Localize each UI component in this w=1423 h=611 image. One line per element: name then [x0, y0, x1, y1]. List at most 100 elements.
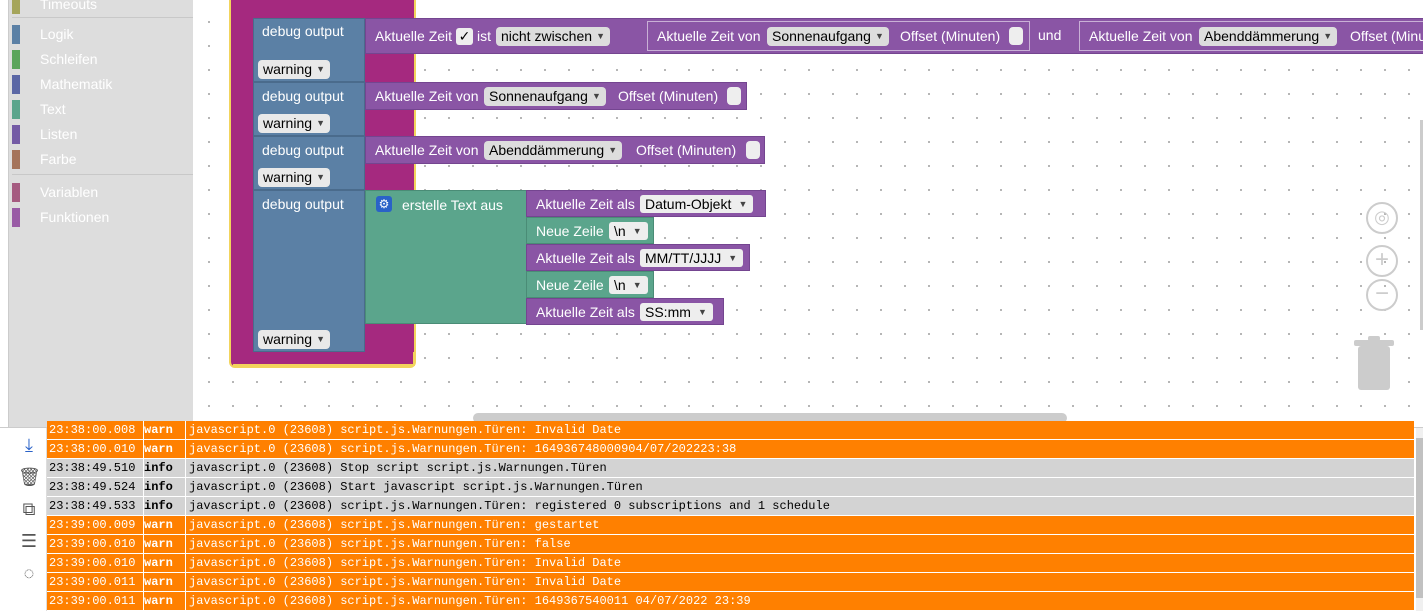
newline-block-1[interactable]: Neue Zeile \n▼: [526, 217, 654, 244]
format-value: MM/TT/JJJJ: [645, 250, 722, 266]
time-as-label: Aktuelle Zeit als: [536, 196, 635, 212]
debug-output-block-3[interactable]: debug output warning▼: [253, 136, 365, 190]
zoom-in-icon[interactable]: +: [1366, 245, 1398, 277]
log-level: warn: [143, 592, 183, 610]
current-time-label: Aktuelle Zeit: [375, 28, 453, 44]
log-scrollbar-thumb[interactable]: [1416, 438, 1423, 598]
time-as-block-2[interactable]: Aktuelle Zeit als MM/TT/JJJJ▼: [526, 244, 750, 271]
debug-output-block-2[interactable]: debug output warning▼: [253, 82, 365, 136]
log-message: javascript.0 (23608) script.js.Warnungen…: [185, 535, 1414, 553]
time-as-label: Aktuelle Zeit als: [536, 304, 635, 320]
newline-dropdown[interactable]: \n▼: [609, 276, 648, 294]
format-dropdown[interactable]: Datum-Objekt▼: [640, 195, 754, 213]
event-dropdown[interactable]: Abenddämmerung▼: [1199, 27, 1338, 46]
offset-input-slot[interactable]: [746, 141, 760, 159]
trash-icon[interactable]: [1354, 336, 1394, 392]
chevron-down-icon: ▼: [632, 226, 642, 236]
format-value: SS:mm: [645, 304, 691, 320]
log-message: javascript.0 (23608) Start javascript sc…: [185, 478, 1414, 496]
event-value: Abenddämmerung: [489, 142, 605, 158]
time-of-event-block-3[interactable]: Aktuelle Zeit von Abenddämmerung▼ Offset…: [365, 136, 765, 164]
level-dropdown[interactable]: warning▼: [258, 60, 331, 79]
event-dropdown[interactable]: Abenddämmerung▼: [484, 141, 623, 160]
log-level: warn: [143, 535, 183, 553]
time-as-block-3[interactable]: Aktuelle Zeit als SS:mm▼: [526, 298, 724, 325]
chevron-down-icon: ▼: [316, 334, 326, 344]
debug-output-block-1[interactable]: debug output warning▼: [253, 18, 365, 82]
offset-label: Offset (Minu: [1350, 28, 1423, 44]
zoom-out-icon[interactable]: −: [1366, 279, 1398, 311]
log-time: 23:39:00.010: [49, 556, 136, 570]
scroll-down-icon[interactable]: ⤓: [25, 435, 33, 455]
log-message: javascript.0 (23608) script.js.Warnungen…: [185, 573, 1414, 591]
format-dropdown[interactable]: SS:mm▼: [640, 303, 713, 321]
hide-icon[interactable]: ◌: [23, 563, 35, 583]
toolbox-item-mathematik[interactable]: Mathematik: [12, 72, 193, 97]
log-time: 23:39:00.009: [49, 518, 136, 532]
toolbox-item-logik[interactable]: Logik: [12, 22, 193, 47]
time-as-label: Aktuelle Zeit als: [536, 250, 635, 266]
level-dropdown[interactable]: warning▼: [258, 168, 331, 187]
workspace-vertical-scrollbar[interactable]: [1420, 120, 1423, 330]
chevron-down-icon: ▼: [608, 145, 618, 155]
blockly-toolbox: Timeouts Logik Schleifen Mathematik Text…: [0, 0, 193, 427]
toolbox-item-funktionen[interactable]: Funktionen: [12, 205, 193, 230]
log-message: javascript.0 (23608) script.js.Warnungen…: [185, 440, 1414, 458]
toolbox-item-farbe[interactable]: Farbe: [12, 147, 193, 172]
event-dropdown[interactable]: Sonnenaufgang▼: [484, 87, 606, 106]
toolbox-item-text[interactable]: Text: [12, 97, 193, 122]
event-dropdown[interactable]: Sonnenaufgang▼: [767, 27, 889, 46]
toolbox-item-schleifen[interactable]: Schleifen: [12, 47, 193, 72]
chevron-down-icon: ▼: [738, 199, 748, 209]
blockly-workspace[interactable]: debug output warning▼ debug output warni…: [193, 0, 1423, 427]
time-compare-block[interactable]: Aktuelle Zeit ✓ ist nicht zwischen▼ Aktu…: [365, 18, 1423, 54]
log-level: warn: [143, 573, 183, 591]
level-value: warning: [263, 331, 313, 347]
newline-block-2[interactable]: Neue Zeile \n▼: [526, 271, 654, 298]
gear-icon[interactable]: ⚙: [376, 196, 392, 212]
toolbox-item-listen[interactable]: Listen: [12, 122, 193, 147]
frame-bottom: [233, 352, 415, 366]
category-swatch: [12, 183, 20, 202]
log-time: 23:38:49.524: [49, 480, 136, 494]
debug-output-label: debug output: [262, 88, 344, 104]
clear-log-icon[interactable]: 🗑: [18, 467, 41, 487]
offset-input-slot[interactable]: [727, 87, 741, 105]
log-level: info: [143, 459, 183, 477]
workspace-horizontal-scrollbar[interactable]: [473, 413, 1067, 423]
toolbox-item-label: Variablen: [40, 184, 99, 200]
newline-dropdown[interactable]: \n▼: [609, 222, 648, 240]
time-of-label: Aktuelle Zeit von: [1089, 28, 1193, 44]
time-of-event-block-left[interactable]: Aktuelle Zeit von Sonnenaufgang▼ Offset …: [647, 21, 1030, 51]
format-dropdown[interactable]: MM/TT/JJJJ▼: [640, 249, 744, 267]
level-dropdown[interactable]: warning▼: [258, 114, 331, 133]
time-as-block-1[interactable]: Aktuelle Zeit als Datum-Objekt▼: [526, 190, 766, 217]
create-text-block[interactable]: ⚙ erstelle Text aus: [365, 190, 527, 324]
copy-icon[interactable]: ⧉: [22, 499, 36, 519]
time-of-event-block-right[interactable]: Aktuelle Zeit von Abenddämmerung▼ Offset…: [1079, 21, 1423, 51]
log-message: javascript.0 (23608) script.js.Warnungen…: [185, 516, 1414, 534]
check-icon[interactable]: ✓: [456, 28, 473, 45]
recenter-icon[interactable]: ◎: [1366, 202, 1398, 234]
chevron-down-icon: ▼: [316, 118, 326, 128]
toolbox-edge: [0, 0, 9, 427]
chevron-down-icon: ▼: [632, 280, 642, 290]
toolbox-item-variablen[interactable]: Variablen: [12, 180, 193, 205]
compare-mode-dropdown[interactable]: nicht zwischen▼: [496, 27, 611, 46]
event-value: Abenddämmerung: [1204, 28, 1320, 44]
level-dropdown[interactable]: warning▼: [258, 330, 331, 349]
time-of-event-block-2[interactable]: Aktuelle Zeit von Sonnenaufgang▼ Offset …: [365, 82, 747, 110]
chevron-down-icon: ▼: [874, 31, 884, 41]
newline-label: Neue Zeile: [536, 277, 604, 293]
offset-input-slot[interactable]: [1009, 27, 1023, 45]
time-of-label: Aktuelle Zeit von: [375, 88, 479, 104]
level-value: warning: [263, 61, 313, 77]
toolbox-item-timeouts[interactable]: Timeouts: [12, 0, 193, 17]
debug-output-block-4[interactable]: debug output warning▼: [253, 190, 365, 352]
toggle-view-icon[interactable]: ☰: [20, 531, 38, 551]
